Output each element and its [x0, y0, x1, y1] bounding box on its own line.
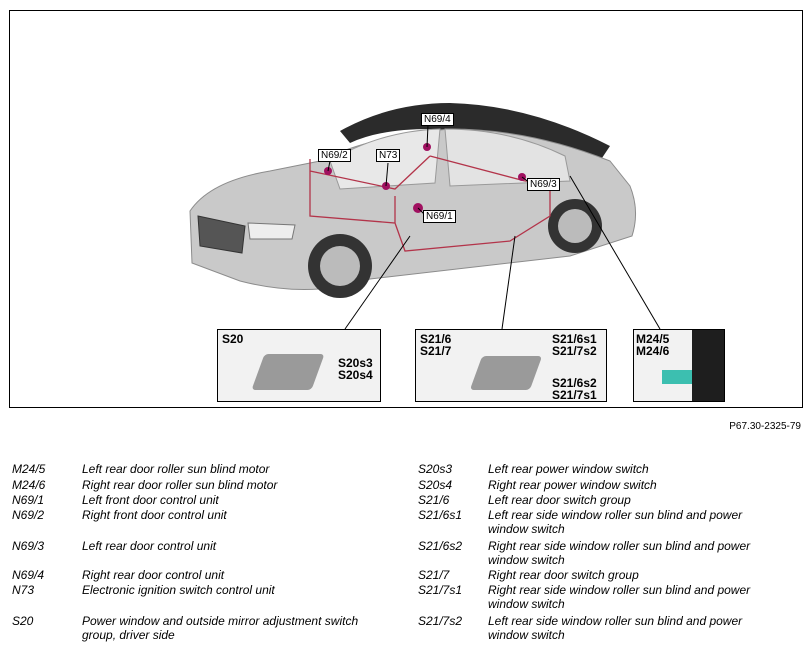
legend-description: Right rear side window roller sun blind … — [488, 583, 751, 611]
legend-code: S21/6s2 — [418, 539, 463, 553]
callout-n69-4: N69/4 — [421, 113, 454, 126]
inset-label-m24-6: M24/6 — [636, 344, 670, 358]
legend-code: N69/4 — [12, 568, 45, 582]
legend-code: M24/5 — [12, 462, 46, 476]
legend-code: S21/6s1 — [418, 508, 463, 522]
callout-n73: N73 — [376, 149, 401, 162]
legend-code: S21/7s2 — [418, 614, 463, 628]
switch-panel-image — [469, 356, 543, 390]
legend-description: Left rear power window switch — [488, 462, 649, 476]
inset-m24: M24/5 M24/6 — [633, 329, 725, 402]
legend-code: N69/1 — [12, 493, 45, 507]
figure-frame: N69/4 N69/2 N73 N69/3 N69/1 S20 S20s3 S2… — [9, 10, 803, 408]
legend-code: S21/7 — [418, 568, 450, 582]
legend-code: S20 — [12, 614, 34, 628]
callout-n69-3: N69/3 — [527, 178, 560, 191]
legend-code: N69/2 — [12, 508, 45, 522]
inset-label-s21-7s1: S21/7s1 — [552, 388, 597, 402]
legend-description: Left rear door switch group — [488, 493, 631, 507]
legend-description: Right rear power window switch — [488, 478, 657, 492]
legend-code: S21/7s1 — [418, 583, 463, 597]
legend-description: Right rear door control unit — [82, 568, 225, 582]
inset-label-s20s4: S20s4 — [338, 368, 373, 382]
inset-label-s21-6s1: S21/6s1 — [552, 332, 597, 346]
legend-description: Left rear side window roller sun blind a… — [488, 508, 743, 536]
legend-description: Left rear side window roller sun blind a… — [488, 614, 743, 642]
inset-label-s21-6: S21/6 — [420, 332, 452, 346]
inset-s21: S21/6 S21/7 S21/6s1 S21/7s2 S21/6s2 S21/… — [415, 329, 607, 402]
legend-description: Left rear door roller sun blind motor — [82, 462, 270, 476]
inset-s20: S20 S20s3 S20s4 — [217, 329, 381, 402]
legend-description: Right rear side window roller sun blind … — [488, 539, 751, 567]
inset-label-s20: S20 — [222, 332, 244, 346]
inset-label-s21-7s2: S21/7s2 — [552, 344, 597, 358]
legend-description: Power window and outside mirror adjustme… — [82, 614, 359, 642]
callout-n69-2: N69/2 — [318, 149, 351, 162]
legend-code: N73 — [12, 583, 35, 597]
legend-code: S20s3 — [418, 462, 453, 476]
car-illustration — [189, 103, 661, 330]
motor-image — [662, 370, 692, 384]
legend-code: S21/6 — [418, 493, 450, 507]
legend-code: M24/6 — [12, 478, 46, 492]
legend-description: Left front door control unit — [82, 493, 219, 507]
legend-description: Electronic ignition switch control unit — [82, 583, 275, 597]
inset-label-s21-6s2: S21/6s2 — [552, 376, 597, 390]
callout-n69-1: N69/1 — [423, 210, 456, 223]
legend-description: Right rear door switch group — [488, 568, 639, 582]
inset-label-m24-5: M24/5 — [636, 332, 670, 346]
legend-code: N69/3 — [12, 539, 45, 553]
legend-description: Right rear door roller sun blind motor — [82, 478, 278, 492]
legend-code: S20s4 — [418, 478, 453, 492]
inset-label-s20s3: S20s3 — [338, 356, 373, 370]
legend-description: Right front door control unit — [82, 508, 227, 522]
switch-panel-image — [251, 354, 325, 390]
legend-description: Left rear door control unit — [82, 539, 217, 553]
figure-id: P67.30-2325-79 — [729, 421, 801, 432]
window-image — [692, 330, 724, 401]
inset-label-s21-7: S21/7 — [420, 344, 452, 358]
